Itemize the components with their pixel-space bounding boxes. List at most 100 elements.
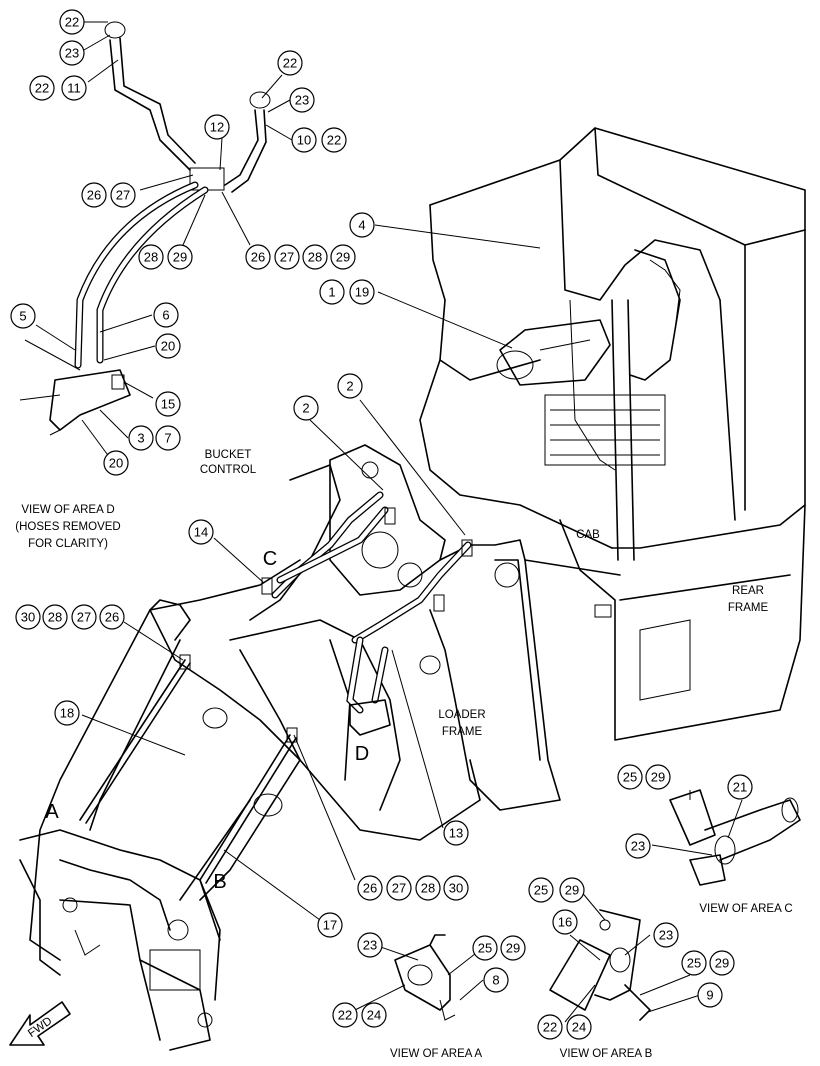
loader-frame-label-line1: LOADER [438, 709, 485, 721]
callout-8: 8 [483, 967, 509, 993]
svg-text:23: 23 [65, 46, 79, 61]
svg-text:26: 26 [87, 188, 101, 203]
svg-text:2: 2 [346, 379, 353, 394]
leader-lines [35, 21, 743, 1023]
callout-2: 2 [337, 373, 363, 399]
svg-text:22: 22 [327, 133, 341, 148]
callout-26: 26 [99, 604, 125, 630]
svg-text:29: 29 [506, 941, 520, 956]
svg-text:17: 17 [323, 918, 337, 933]
callout-29: 29 [559, 877, 585, 903]
callout-13: 13 [443, 820, 469, 846]
svg-text:22: 22 [283, 56, 297, 71]
callout-23: 23 [653, 922, 679, 948]
svg-text:8: 8 [492, 973, 499, 988]
svg-text:30: 30 [21, 610, 35, 625]
callout-30: 30 [443, 875, 469, 901]
callout-18: 18 [54, 700, 80, 726]
callout-23: 23 [357, 932, 383, 958]
svg-text:16: 16 [558, 915, 572, 930]
svg-text:11: 11 [67, 81, 81, 96]
callout-22: 22 [537, 1014, 563, 1040]
svg-text:24: 24 [367, 1008, 381, 1023]
callout-6: 6 [153, 302, 179, 328]
callout-22: 22 [332, 1002, 358, 1028]
callout-9: 9 [697, 982, 723, 1008]
callout-19: 19 [349, 279, 375, 305]
svg-text:30: 30 [449, 881, 463, 896]
callout-4: 4 [349, 212, 375, 238]
svg-text:23: 23 [363, 938, 377, 953]
view-a-label: VIEW OF AREA A [390, 1048, 482, 1060]
svg-text:29: 29 [336, 250, 350, 265]
callout-5: 5 [10, 303, 36, 329]
svg-text:28: 28 [144, 250, 158, 265]
view-d-label-line3: FOR CLARITY) [28, 538, 108, 550]
svg-text:18: 18 [60, 706, 74, 721]
view-d-label-line1: VIEW OF AREA D [21, 504, 114, 516]
svg-text:27: 27 [116, 188, 130, 203]
svg-text:27: 27 [280, 250, 294, 265]
loader-frame-label-line2: FRAME [442, 726, 483, 738]
svg-text:23: 23 [631, 839, 645, 854]
svg-text:25: 25 [478, 941, 492, 956]
callout-24: 24 [566, 1014, 592, 1040]
svg-text:10: 10 [297, 133, 311, 148]
svg-text:7: 7 [164, 431, 171, 446]
svg-text:13: 13 [449, 826, 463, 841]
area-letter-d: D [355, 743, 369, 765]
callout-29: 29 [167, 244, 193, 270]
callout-23: 23 [625, 833, 651, 859]
svg-text:12: 12 [210, 120, 224, 135]
callout-29: 29 [330, 244, 356, 270]
callout-26: 26 [81, 182, 107, 208]
svg-text:25: 25 [534, 883, 548, 898]
svg-text:22: 22 [338, 1008, 352, 1023]
area-letter-a: A [45, 801, 59, 823]
svg-text:28: 28 [421, 881, 435, 896]
view-b-label: VIEW OF AREA B [560, 1048, 653, 1060]
svg-text:23: 23 [295, 93, 309, 108]
text-labels: BUCKET CONTROL VIEW OF AREA D (HOSES REM… [15, 449, 792, 1060]
svg-text:22: 22 [35, 81, 49, 96]
callout-23: 23 [289, 87, 315, 113]
svg-text:1: 1 [328, 285, 335, 300]
svg-text:29: 29 [715, 956, 729, 971]
svg-text:29: 29 [173, 250, 187, 265]
callout-28: 28 [302, 244, 328, 270]
svg-text:5: 5 [19, 309, 26, 324]
svg-text:28: 28 [48, 610, 62, 625]
svg-text:21: 21 [733, 780, 747, 795]
callout-17: 17 [317, 912, 343, 938]
svg-text:28: 28 [308, 250, 322, 265]
hydraulic-hoses [19, 21, 473, 884]
detail-view-c [669, 789, 801, 886]
cab-label: CAB [576, 529, 600, 541]
view-d-label-line2: (HOSES REMOVED [15, 521, 120, 533]
svg-text:27: 27 [392, 881, 406, 896]
bucket-control-label-line1: BUCKET [205, 449, 252, 461]
callout-21: 21 [727, 774, 753, 800]
svg-text:22: 22 [543, 1020, 557, 1035]
callout-balloons: 22 23 22 11 22 23 10 22 12 26 27 28 29 2… [10, 9, 753, 1040]
svg-text:25: 25 [623, 770, 637, 785]
callout-20: 20 [103, 450, 129, 476]
svg-text:6: 6 [162, 308, 169, 323]
svg-text:27: 27 [77, 610, 91, 625]
callout-22: 22 [277, 50, 303, 76]
detail-view-a [394, 934, 456, 1021]
callout-7: 7 [155, 425, 181, 451]
callout-27: 27 [110, 182, 136, 208]
callout-26: 26 [245, 244, 271, 270]
callout-27: 27 [274, 244, 300, 270]
callout-3: 3 [128, 425, 154, 451]
view-c-label: VIEW OF AREA C [699, 903, 792, 915]
bucket-control-label-line2: CONTROL [200, 464, 257, 476]
callout-10: 10 [291, 127, 317, 153]
svg-text:29: 29 [651, 770, 665, 785]
svg-text:19: 19 [355, 285, 369, 300]
callout-24: 24 [361, 1002, 387, 1028]
svg-text:26: 26 [251, 250, 265, 265]
callout-25: 25 [617, 764, 643, 790]
callout-27: 27 [71, 604, 97, 630]
